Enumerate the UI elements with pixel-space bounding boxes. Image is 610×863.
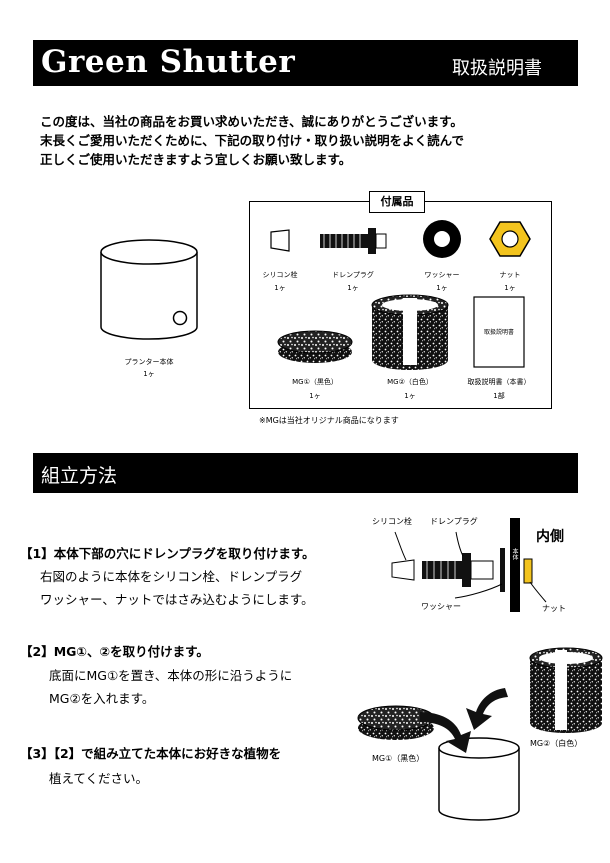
brand-title: Green Shutter (41, 44, 296, 80)
item-qty: 1ヶ (436, 284, 448, 292)
item-label: 取扱説明書（本書） (467, 378, 531, 386)
mg-assembly-figure (357, 647, 603, 821)
planter-label: プランター本体 (124, 358, 174, 366)
item-qty: 1ヶ (504, 284, 516, 292)
planter-qty: 1ヶ (143, 370, 155, 378)
item-qty: 1ヶ (309, 392, 321, 400)
drain-plug-icon (320, 228, 387, 254)
step1-line: ワッシャー、ナットではさみ込むようにします。 (40, 592, 314, 607)
washer-icon (423, 220, 461, 258)
intro-line: 正しくご使用いただきますよう宜しくお願い致します。 (40, 152, 352, 167)
booklet-cover-text: 取扱説明書 (483, 329, 515, 336)
step2-heading: 【2】MG①、②を取り付けます。 (20, 644, 209, 659)
nut-icon (489, 221, 531, 257)
fig-washer-label: ワッシャー (421, 602, 461, 611)
fig-mg1-label: MG①（黒色） (372, 754, 425, 763)
step2-line: MG②を入れます。 (49, 691, 155, 706)
section-title: 組立方法 (41, 465, 118, 487)
fig-wall-label: 本体 (511, 548, 518, 560)
item-label: ドレンプラグ (332, 271, 374, 279)
mg2-ring-icon (371, 294, 449, 370)
drain-assembly-figure (391, 518, 547, 612)
silicone-plug-icon (270, 229, 290, 252)
header-bar: Green Shutter 取扱説明書 (33, 40, 578, 86)
intro-line: 末長くご愛用いただくために、下記の取り付け・取り扱い説明をよく読んで (40, 133, 465, 148)
section-bar: 組立方法 (33, 453, 578, 493)
step1-line: 右図のように本体をシリコン栓、ドレンプラグ (40, 569, 303, 584)
step3-heading: 【3】【2】で組み立てた本体にお好きな植物を (20, 746, 282, 761)
item-qty: 1ヶ (274, 284, 286, 292)
document-subtitle: 取扱説明書 (452, 58, 542, 79)
item-label: ナット (499, 271, 521, 279)
mg1-disc-icon (277, 330, 353, 363)
planter-illustration (100, 239, 198, 340)
fig-inside-label: 内側 (536, 529, 564, 545)
intro-text: この度は、当社の商品をお買い求めいただき、誠にありがとうございます。 末長くご愛… (40, 112, 464, 169)
item-qty: 1ヶ (347, 284, 359, 292)
item-qty: 1ヶ (404, 392, 416, 400)
accessories-title: 付属品 (369, 191, 425, 213)
intro-line: この度は、当社の商品をお買い求めいただき、誠にありがとうございます。 (40, 114, 463, 129)
item-qty: 1部 (493, 392, 505, 400)
item-label: ワッシャー (424, 271, 460, 279)
manual-booklet-icon (473, 296, 525, 368)
step2-line: 底面にMG①を置き、本体の形に沿うように (49, 668, 293, 683)
fig-mg2-label: MG②（白色） (530, 739, 583, 748)
fig-nut-label: ナット (542, 604, 566, 613)
fig-silicone-label: シリコン栓 (372, 517, 412, 526)
item-label: シリコン栓 (262, 271, 298, 279)
item-label: MG②（白色） (387, 378, 433, 386)
step1-heading: 【1】本体下部の穴にドレンプラグを取り付けます。 (20, 546, 315, 561)
fig-drain-label: ドレンプラグ (430, 517, 478, 526)
mg-note: ※MGは当社オリジナル商品になります (259, 416, 399, 425)
item-label: MG①（黒色） (292, 378, 338, 386)
step3-line: 植えてください。 (49, 771, 149, 786)
